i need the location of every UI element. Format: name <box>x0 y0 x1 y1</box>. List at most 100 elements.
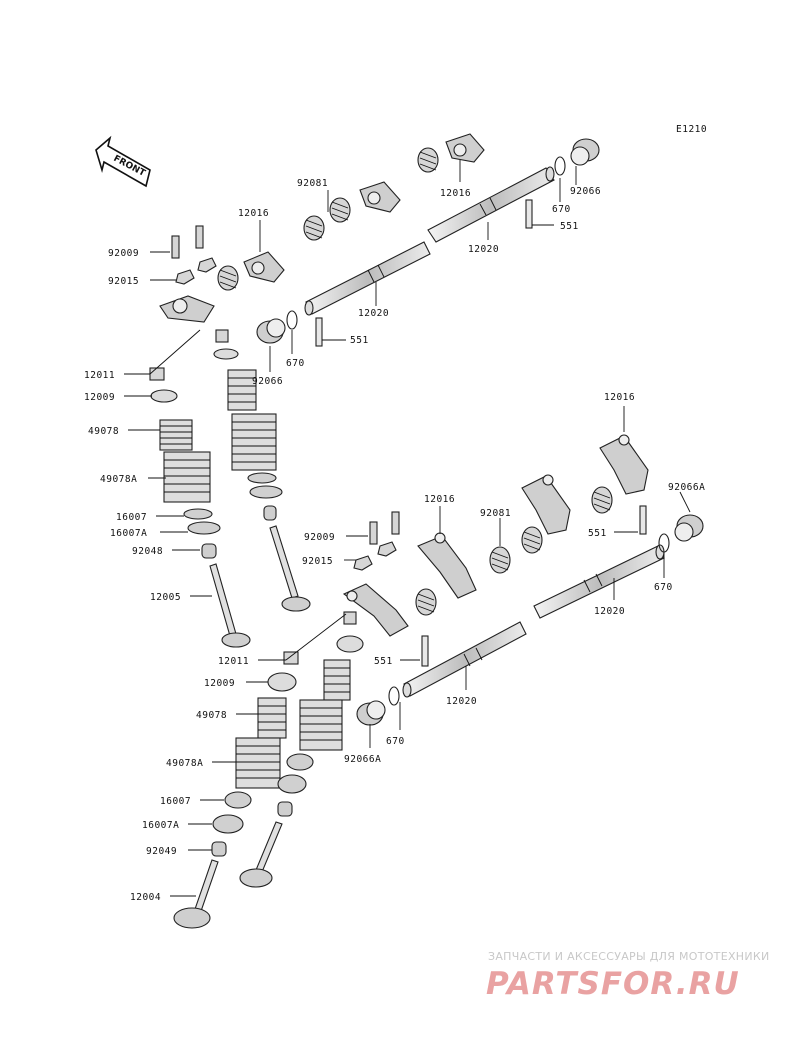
upper-spring-seat-a <box>187 521 221 535</box>
upper-middle-cotter <box>215 329 229 343</box>
upper-rocker-arm-1 <box>445 133 485 163</box>
upper-lock-nut-1 <box>175 269 195 285</box>
label-551-b: 551 <box>350 335 369 346</box>
lower-middle-spring-seat <box>286 753 314 771</box>
label-92066A-a: 92066A <box>668 482 705 493</box>
label-12020-b: 12020 <box>358 308 389 319</box>
label-16007-a: 16007 <box>116 512 147 523</box>
lower-middle-stem-seal <box>277 801 293 817</box>
lower-rocker-shaft-left <box>402 621 527 698</box>
label-92066-a: 92066 <box>570 186 601 197</box>
upper-intake-valve <box>269 525 311 612</box>
label-92015-a: 92015 <box>108 276 139 287</box>
label-12009-a: 12009 <box>84 392 115 403</box>
label-92049: 92049 <box>146 846 177 857</box>
label-49078A-a: 49078A <box>100 474 137 485</box>
lower-dowel-pin-left <box>421 635 429 667</box>
label-551-c: 551 <box>588 528 607 539</box>
lower-rocker-arm-4 <box>342 583 409 637</box>
diagram-code: E1210 <box>676 124 707 135</box>
label-12005: 12005 <box>150 592 181 603</box>
upper-outer-valve-spring <box>163 451 211 503</box>
lower-rocker-arm-1 <box>599 434 649 495</box>
lower-rocker-spring-1 <box>591 486 613 514</box>
lower-inner-valve-spring <box>257 697 287 739</box>
lower-middle-spring-seat-a <box>277 774 307 794</box>
label-92081-b: 92081 <box>480 508 511 519</box>
label-16007-b: 16007 <box>160 796 191 807</box>
label-49078A-b: 49078A <box>166 758 203 769</box>
upper-o-ring-left <box>286 310 298 330</box>
label-12020-d: 12020 <box>446 696 477 707</box>
lower-rocker-arm-3 <box>417 532 477 599</box>
upper-spring-seat <box>183 508 213 520</box>
upper-adjust-screw-2 <box>195 225 204 249</box>
upper-adjust-screw-1 <box>171 235 180 259</box>
label-12009-b: 12009 <box>204 678 235 689</box>
upper-rocker-shaft-left <box>304 241 431 316</box>
label-16007A-b: 16007A <box>142 820 179 831</box>
lower-valve-stem-seal <box>211 841 227 857</box>
upper-inner-valve-spring <box>159 419 193 451</box>
upper-plug-left <box>256 318 286 344</box>
lower-dowel-pin-right <box>639 505 647 535</box>
lower-plug-left <box>356 700 386 726</box>
label-92066-b: 92066 <box>252 376 283 387</box>
label-92066A-b: 92066A <box>344 754 381 765</box>
lower-rocker-spring-4 <box>415 588 437 616</box>
label-12011-a: 12011 <box>84 370 115 381</box>
lower-middle-cotter <box>343 611 357 625</box>
upper-rocker-spring-2 <box>329 197 351 223</box>
lower-adjust-screw-1 <box>369 521 378 545</box>
upper-rocker-spring-4 <box>217 265 239 291</box>
front-arrow-icon: FRONT <box>95 135 151 188</box>
upper-rocker-shaft-right <box>427 166 555 243</box>
lower-valve-cotter <box>283 651 299 665</box>
upper-spring-retainer <box>150 389 178 403</box>
lower-intake-valve <box>173 859 219 929</box>
upper-lock-nut-2 <box>197 257 217 273</box>
watermark-caption: ЗАПЧАСТИ И АКСЕССУАРЫ ДЛЯ МОТОТЕХНИКИ <box>488 950 770 963</box>
upper-o-ring-right <box>554 156 566 176</box>
label-92048: 92048 <box>132 546 163 557</box>
upper-valve-cotter <box>149 367 165 381</box>
label-12011-b: 12011 <box>218 656 249 667</box>
upper-dowel-pin-left <box>315 317 323 347</box>
upper-middle-outer-spring <box>231 413 277 471</box>
upper-rocker-spring-1 <box>417 147 439 173</box>
label-670-c: 670 <box>654 582 673 593</box>
upper-middle-stem-seal <box>263 505 277 521</box>
leader-lines <box>124 160 691 897</box>
lower-outer-valve-spring <box>235 737 281 789</box>
lower-rocker-arm-2 <box>521 474 571 535</box>
lower-adjust-screw-2 <box>391 511 400 535</box>
label-12020-c: 12020 <box>594 606 625 617</box>
lower-spring-retainer <box>267 672 297 692</box>
upper-middle-inner-spring <box>227 369 257 411</box>
label-92009-b: 92009 <box>304 532 335 543</box>
label-16007A-a: 16007A <box>110 528 147 539</box>
upper-rocker-arm-2 <box>359 181 401 213</box>
lower-spring-seat <box>224 791 252 809</box>
label-12016-d: 12016 <box>424 494 455 505</box>
label-12020-a: 12020 <box>468 244 499 255</box>
upper-middle-retainer <box>213 348 239 360</box>
lower-lock-nut-1 <box>353 555 373 571</box>
watermark-logo: PARTSFOR.RU <box>486 966 740 1002</box>
lower-spring-seat-a <box>212 814 244 834</box>
lower-middle-inner-spring <box>323 659 351 701</box>
label-12016-a: 12016 <box>238 208 269 219</box>
label-670-b: 670 <box>286 358 305 369</box>
label-670-d: 670 <box>386 736 405 747</box>
label-12004: 12004 <box>130 892 161 903</box>
label-12016-c: 12016 <box>604 392 635 403</box>
label-49078-a: 49078 <box>88 426 119 437</box>
upper-middle-spring-seat <box>247 472 277 484</box>
lower-o-ring-left <box>388 686 400 706</box>
upper-rocker-spring-3 <box>303 215 325 241</box>
upper-middle-spring-seat-a <box>249 485 283 499</box>
upper-dowel-pin-right <box>525 199 533 229</box>
label-551-a: 551 <box>560 221 579 232</box>
